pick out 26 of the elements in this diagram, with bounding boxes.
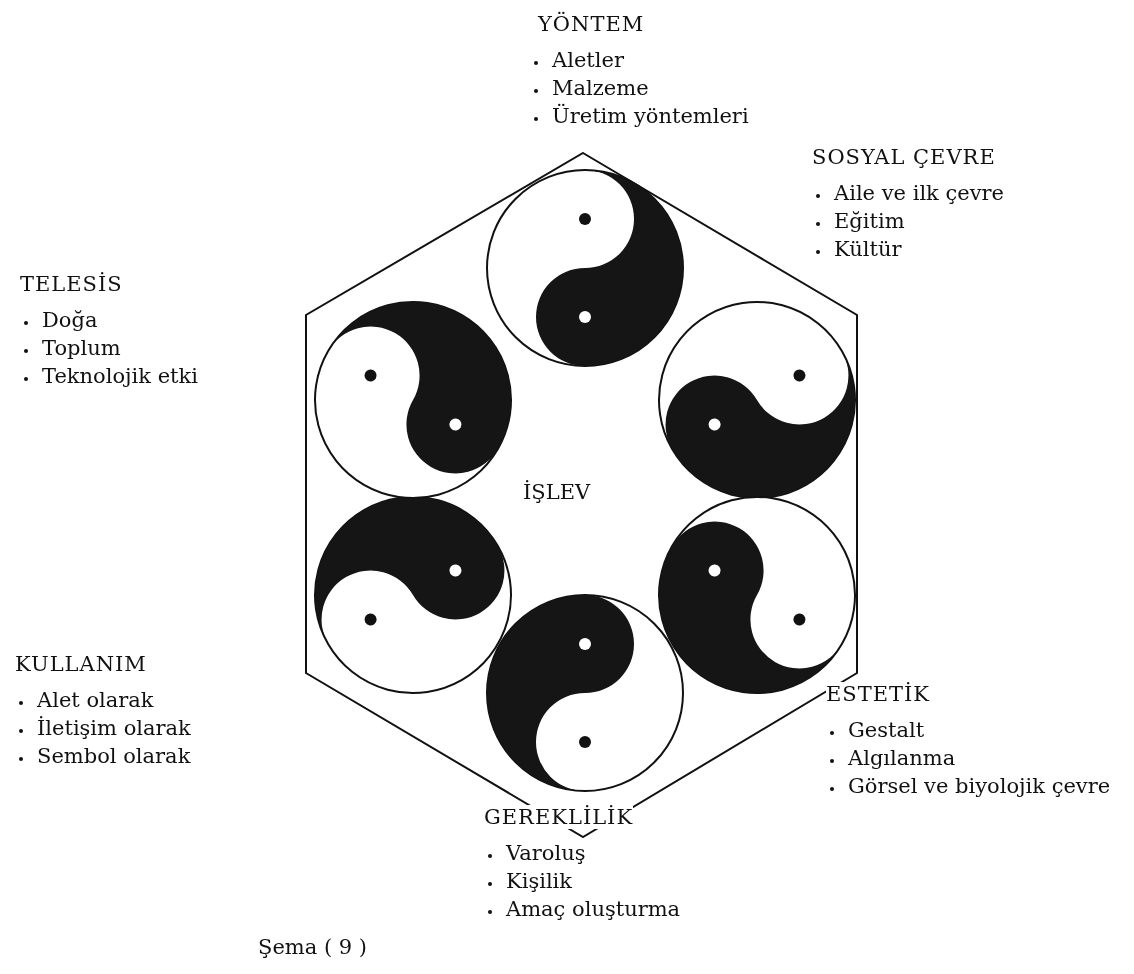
node-label: İŞLEV [523,480,591,504]
list-item: Malzeme [530,74,749,102]
list-item: Varoluş [484,839,681,867]
list-item: Üretim yöntemleri [530,102,749,130]
yin-yang-icon [485,168,685,368]
list-item: Doğa [20,306,198,334]
yin-yang-icon [313,495,513,695]
list-item: Teknolojik etki [20,362,198,390]
list-item: Eğitim [812,207,1005,235]
list-item: Görsel ve biyolojik çevre [826,772,1126,800]
list-item: Amaç oluşturma [484,895,681,923]
yin-yang-icon [657,300,857,500]
yin-yang-icon [485,593,685,793]
list-item: Gestalt [826,716,1126,744]
list-item: Aile ve ilk çevre [812,179,1005,207]
list-item: Kişilik [484,867,681,895]
list-item: Toplum [20,334,198,362]
yin-yang-icon [313,300,513,500]
list-item: Sembol olarak [15,742,191,770]
list-item: İletişim olarak [15,714,191,742]
list-item: Aletler [530,46,749,74]
list-item: Kültür [812,235,1005,263]
list-item: Alet olarak [15,686,191,714]
list-item: Algılanma [826,744,1126,772]
heading-text: GEREKLİLİK [484,805,634,829]
caption: Şema ( 9 ) [258,935,368,959]
